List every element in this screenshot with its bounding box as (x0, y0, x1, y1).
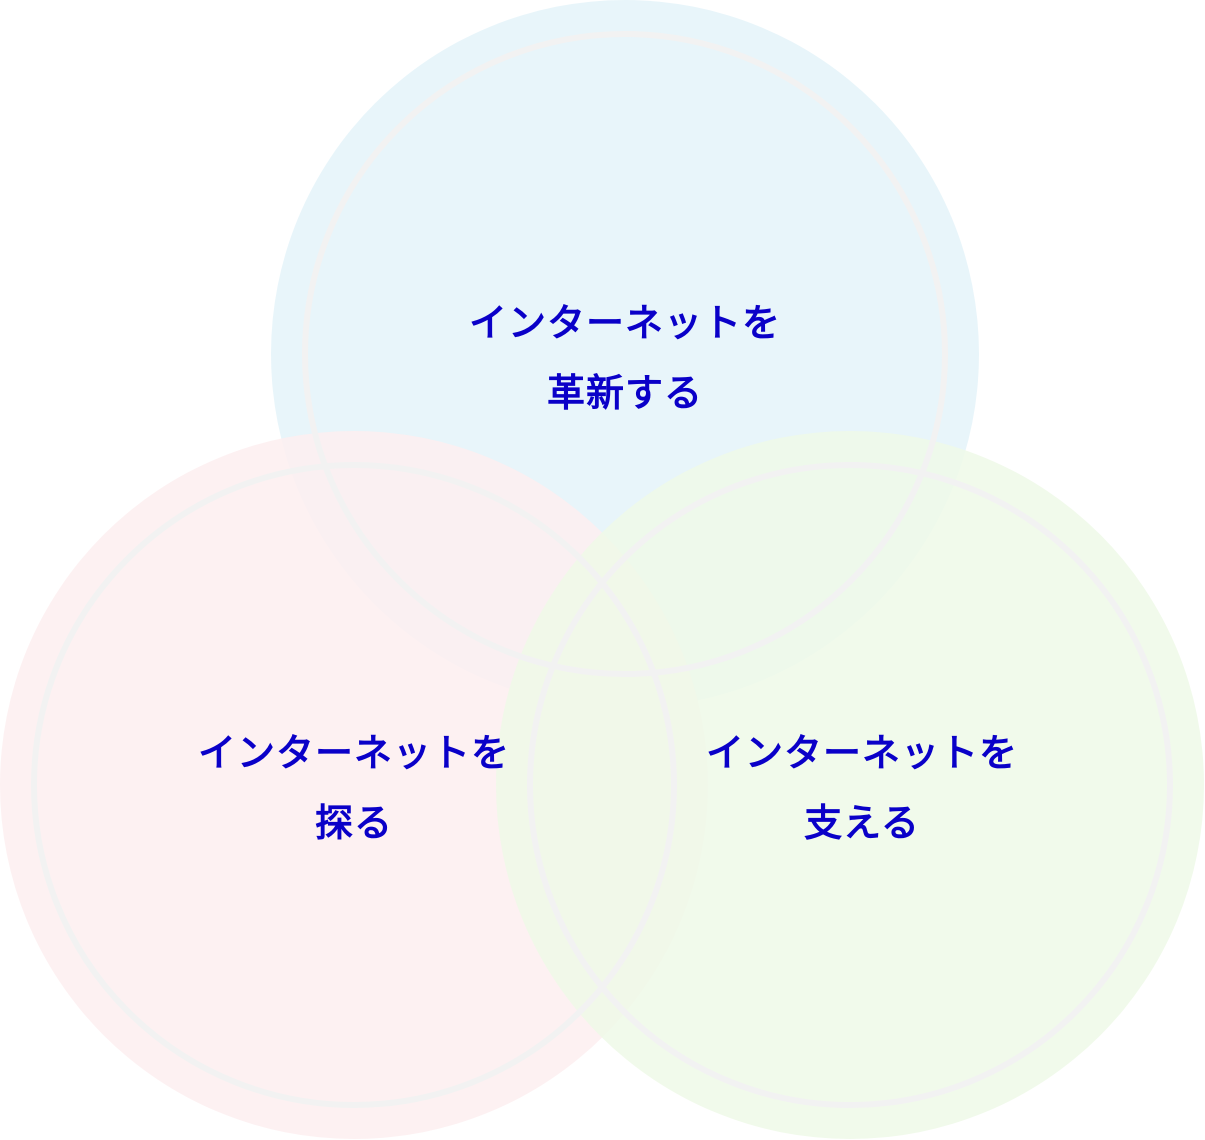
top-circle-label-line-1: インターネットを (469, 301, 781, 345)
left-circle-label-line-2: 探る (315, 801, 393, 845)
top-circle-ring (302, 31, 948, 677)
left-circle-ring (31, 462, 677, 1108)
circle-rings (31, 31, 1173, 1108)
right-circle-ring (527, 462, 1173, 1108)
left-circle (0, 431, 708, 1139)
left-circle-label-line-1: インターネットを (198, 731, 510, 775)
right-circle (496, 431, 1204, 1139)
circle-labels: インターネットを 革新する インターネットを 探る インターネットを 支える (198, 301, 1018, 845)
top-circle-label-line-2: 革新する (547, 371, 703, 415)
right-circle-label-line-1: インターネットを (706, 731, 1018, 775)
right-circle-label-line-2: 支える (804, 801, 920, 845)
